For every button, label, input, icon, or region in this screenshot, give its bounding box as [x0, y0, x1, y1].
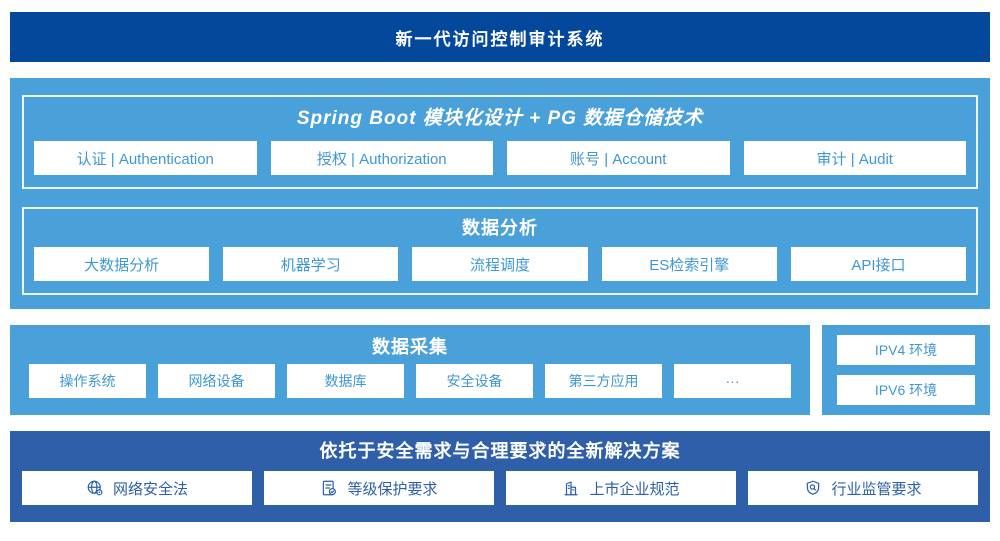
- collection-box-more: ···: [674, 364, 791, 398]
- solution-row: 网络安全法 等级保护要求: [22, 471, 978, 505]
- env-box-ipv4: IPV4 环境: [837, 335, 975, 365]
- analysis-box-api: API接口: [790, 247, 967, 281]
- module-box-authorization: 授权 | Authorization: [270, 141, 493, 175]
- collection-section: 数据采集 操作系统 网络设备 数据库 安全设备 第三方应用 ···: [10, 325, 810, 415]
- building-icon: [562, 479, 580, 497]
- analysis-box-bigdata: 大数据分析: [34, 247, 210, 281]
- solution-card-label: 等级保护要求: [347, 480, 438, 498]
- solution-section: 依托于安全需求与合理要求的全新解决方案 网络安全法: [10, 431, 990, 522]
- collection-box-security: 安全设备: [416, 364, 533, 398]
- solution-card-label: 行业监管要求: [831, 480, 922, 498]
- collection-box-database: 数据库: [287, 364, 404, 398]
- analysis-group-title: 数据分析: [462, 218, 538, 238]
- shield-search-icon: [804, 479, 822, 497]
- solution-card-protection-level: 等级保护要求: [264, 471, 494, 505]
- collection-row: 操作系统 网络设备 数据库 安全设备 第三方应用 ···: [29, 364, 791, 398]
- page-title: 新一代访问控制审计系统: [395, 29, 605, 49]
- analysis-group: 数据分析 大数据分析 机器学习 流程调度 ES检索引擎 API接口: [22, 207, 978, 295]
- module-box-audit: 审计 | Audit: [743, 141, 966, 175]
- module-box-authentication: 认证 | Authentication: [34, 141, 257, 175]
- analysis-row: 大数据分析 机器学习 流程调度 ES检索引擎 API接口: [34, 247, 967, 281]
- module-box-account: 账号 | Account: [507, 141, 730, 175]
- env-box-ipv6: IPV6 环境: [837, 375, 975, 405]
- modules-group-title: Spring Boot 模块化设计 + PG 数据仓储技术: [296, 108, 704, 129]
- solution-card-cybersecurity-law: 网络安全法: [22, 471, 252, 505]
- solution-card-listed-company: 上市企业规范: [506, 471, 736, 505]
- solution-card-label: 上市企业规范: [589, 480, 680, 498]
- analysis-box-ml: 机器学习: [223, 247, 399, 281]
- solution-title: 依托于安全需求与合理要求的全新解决方案: [319, 441, 681, 461]
- middle-row: 数据采集 操作系统 网络设备 数据库 安全设备 第三方应用 ··· IPV4 环…: [10, 325, 990, 415]
- platform-section: Spring Boot 模块化设计 + PG 数据仓储技术 认证 | Authe…: [10, 78, 990, 309]
- collection-box-os: 操作系统: [29, 364, 146, 398]
- banner: 新一代访问控制审计系统: [10, 12, 990, 62]
- analysis-box-workflow: 流程调度: [412, 247, 588, 281]
- collection-box-thirdparty: 第三方应用: [545, 364, 662, 398]
- architecture-diagram: 新一代访问控制审计系统 Spring Boot 模块化设计 + PG 数据仓储技…: [0, 12, 1000, 541]
- analysis-box-es: ES检索引擎: [601, 247, 777, 281]
- modules-row: 认证 | Authentication 授权 | Authorization 账…: [34, 141, 966, 175]
- modules-group: Spring Boot 模块化设计 + PG 数据仓储技术 认证 | Authe…: [22, 95, 978, 189]
- solution-card-label: 网络安全法: [112, 480, 188, 498]
- document-check-icon: [320, 479, 338, 497]
- solution-card-industry-regulation: 行业监管要求: [748, 471, 978, 505]
- globe-location-icon: [86, 479, 104, 497]
- collection-box-network: 网络设备: [158, 364, 275, 398]
- collection-title: 数据采集: [372, 337, 448, 357]
- environments-panel: IPV4 环境 IPV6 环境: [822, 325, 990, 415]
